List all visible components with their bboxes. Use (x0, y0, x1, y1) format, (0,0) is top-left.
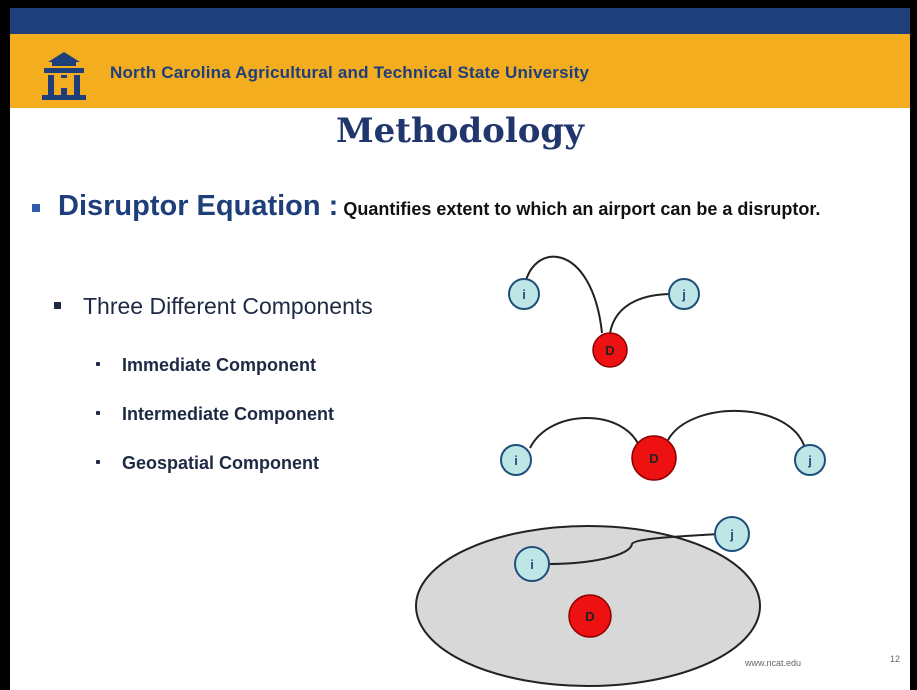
node-d: D (631, 435, 677, 481)
university-logo-icon (42, 52, 86, 100)
immediate-diagram: i j D (508, 255, 700, 368)
svg-text:j: j (807, 453, 812, 468)
node-i: i (500, 444, 532, 476)
bullet-description: Quantifies extent to which an airport ca… (343, 199, 821, 219)
node-j: j (714, 516, 750, 552)
edge (547, 533, 719, 565)
edge (529, 417, 641, 449)
component-item: Immediate Component (96, 355, 316, 376)
component-item: Geospatial Component (96, 453, 319, 474)
bullet-three-components: Three Different Components (54, 293, 373, 320)
sub-heading: Three Different Components (83, 293, 373, 319)
page-number: 12 (890, 654, 901, 664)
node-d: D (568, 594, 612, 638)
node-i: i (508, 278, 540, 310)
top-blue-bar (10, 8, 910, 34)
svg-text:D: D (585, 609, 594, 624)
node-d: D (592, 332, 628, 368)
slide: North Carolina Agricultural and Technica… (10, 8, 910, 690)
edge (609, 293, 673, 334)
svg-text:j: j (729, 527, 734, 542)
sub-bullet-marker (96, 411, 100, 416)
svg-text:i: i (522, 287, 526, 302)
bullet-marker (54, 302, 61, 310)
component-label: Immediate Component (122, 355, 317, 375)
footer-url: www.ncat.edu (745, 658, 802, 668)
component-item: Intermediate Component (96, 404, 334, 425)
svg-text:i: i (530, 557, 534, 572)
node-i: i (514, 546, 550, 582)
header-banner (10, 34, 910, 108)
university-name: North Carolina Agricultural and Technica… (110, 63, 590, 82)
node-j: j (794, 444, 826, 476)
sub-bullet-marker (96, 362, 100, 367)
node-j: j (668, 278, 700, 310)
slide-title: Methodology (336, 111, 584, 151)
svg-text:j: j (681, 287, 686, 302)
svg-text:D: D (605, 343, 614, 358)
geospatial-diagram: i j D (415, 516, 761, 687)
bullet-heading: Disruptor Equation : (58, 190, 339, 222)
bullet-disruptor-equation: Disruptor Equation : Quantifies extent t… (32, 188, 882, 227)
disruptor-diagram: i j D i D j (415, 255, 826, 687)
intermediate-diagram: i D j (500, 410, 826, 481)
component-label: Geospatial Component (122, 453, 320, 473)
svg-text:D: D (649, 451, 658, 466)
edge (523, 255, 603, 334)
component-label: Intermediate Component (122, 404, 335, 424)
svg-text:i: i (514, 453, 518, 468)
edge (667, 410, 806, 449)
bullet-marker (32, 204, 40, 213)
sub-bullet-marker (96, 460, 100, 465)
